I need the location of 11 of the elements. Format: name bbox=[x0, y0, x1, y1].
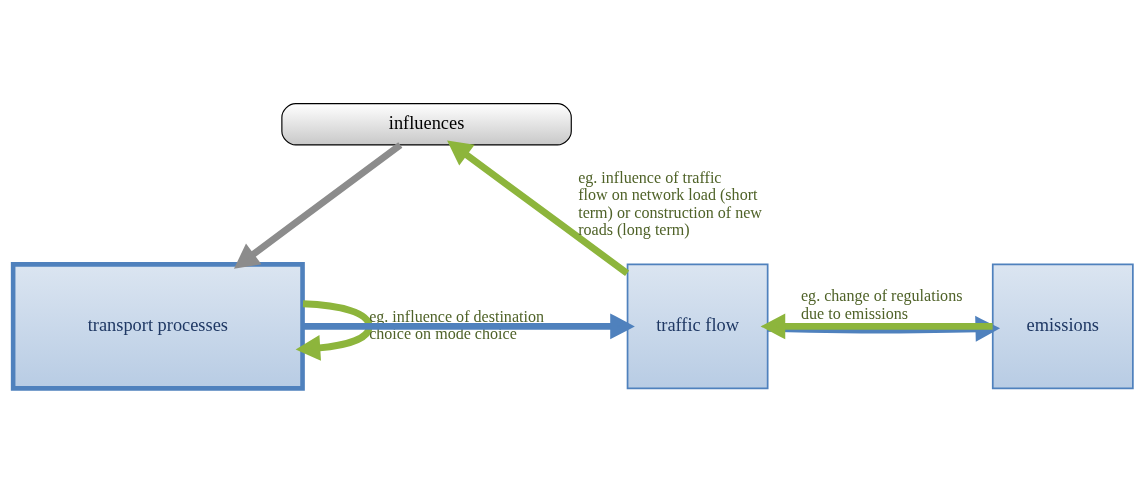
edge-label: eg. influence of traffic flow on network load (short term) or construction of new roads (long term) bbox=[578, 169, 762, 238]
node-box: transport processes bbox=[10, 262, 305, 391]
arrow bbox=[447, 140, 630, 277]
arrow bbox=[295, 300, 373, 361]
arrow bbox=[760, 313, 993, 340]
node-box: emissions bbox=[991, 263, 1134, 390]
node-box: traffic flow bbox=[626, 263, 769, 390]
arrow bbox=[233, 142, 403, 269]
arrow bbox=[302, 313, 635, 340]
node-box: influences bbox=[281, 103, 572, 146]
edge-label: eg. change of regulations due to emissions bbox=[800, 287, 963, 322]
